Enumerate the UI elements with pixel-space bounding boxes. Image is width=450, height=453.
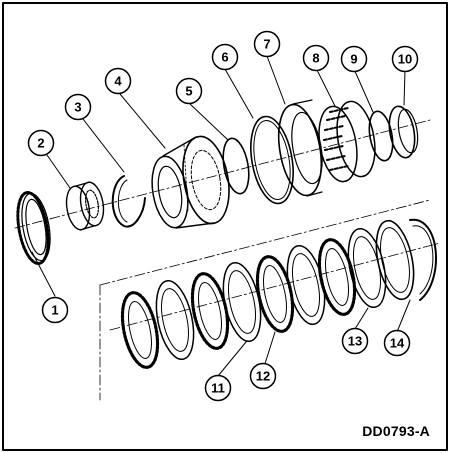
callout-circle-9	[340, 45, 368, 73]
callout-circle-2	[27, 129, 55, 157]
part-8-spring-cage	[318, 100, 376, 183]
part-5-ring	[222, 137, 250, 195]
leader-lines	[31, 55, 411, 377]
callout-label-12: 12	[256, 369, 270, 384]
callout-label-8: 8	[312, 51, 319, 66]
part-10-retainer	[388, 105, 419, 159]
callout-circles	[27, 30, 419, 402]
part-2-sleeve	[65, 181, 105, 231]
callout-label-6: 6	[221, 50, 228, 65]
callout-circle-3	[64, 93, 92, 121]
lower-centerline	[109, 242, 441, 331]
callout-labels: 1 2 3 4 5 6 7 8 9 10 11 12 13 14	[37, 37, 412, 396]
part-6-seal-ring	[250, 115, 294, 205]
part-1-toothed-ring	[16, 190, 51, 266]
callout-label-2: 2	[37, 136, 44, 151]
callout-circle-4	[104, 67, 132, 95]
part-3-snap-ring	[111, 175, 146, 228]
callout-label-3: 3	[74, 100, 81, 115]
callout-label-10: 10	[398, 52, 412, 67]
callout-label-7: 7	[263, 37, 270, 52]
callout-circle-8	[302, 44, 330, 72]
figure-id: DD0793-A	[362, 423, 430, 439]
clutch-discs	[120, 218, 437, 369]
callout-circle-14	[383, 329, 411, 357]
clutch-pack-frame	[99, 199, 431, 401]
callout-label-13: 13	[348, 334, 362, 349]
callout-circle-5	[175, 77, 203, 105]
upper-centerline	[14, 119, 431, 229]
callout-label-14: 14	[390, 336, 405, 351]
callout-label-11: 11	[211, 381, 225, 396]
callout-label-9: 9	[350, 52, 357, 67]
callout-label-5: 5	[185, 84, 192, 99]
callout-circle-7	[253, 30, 281, 58]
callout-circle-11	[204, 374, 232, 402]
callout-circle-1	[41, 296, 69, 324]
callout-circle-13	[341, 327, 369, 355]
callout-circle-6	[211, 43, 239, 71]
callout-circle-10	[391, 45, 419, 73]
part-4-drum	[151, 135, 230, 229]
part-7-piston	[277, 99, 323, 197]
callout-label-4: 4	[114, 74, 122, 89]
part-9-ring	[368, 110, 394, 162]
callout-circle-12	[249, 362, 277, 390]
callout-label-1: 1	[51, 303, 58, 318]
